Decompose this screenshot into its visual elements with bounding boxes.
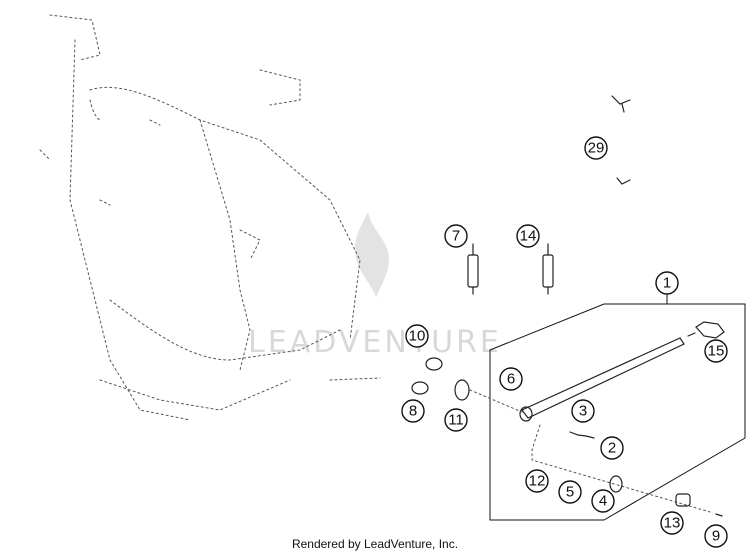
callout-13[interactable]: 13 xyxy=(660,511,684,535)
spring-14 xyxy=(542,243,554,295)
svg-text:11: 11 xyxy=(448,412,464,429)
callout-9[interactable]: 9 xyxy=(704,524,728,548)
hardware-stack xyxy=(531,424,723,517)
callout-2[interactable]: 2 xyxy=(600,436,624,460)
callout-14[interactable]: 14 xyxy=(516,224,540,248)
svg-text:14: 14 xyxy=(520,228,537,245)
bushing-parts xyxy=(411,357,523,413)
svg-text:6: 6 xyxy=(507,371,515,388)
callout-6[interactable]: 6 xyxy=(499,367,523,391)
callout-10[interactable]: 10 xyxy=(405,324,429,348)
svg-text:29: 29 xyxy=(588,140,605,157)
callout-4[interactable]: 4 xyxy=(591,489,615,513)
callout-7[interactable]: 7 xyxy=(444,224,468,248)
svg-text:7: 7 xyxy=(452,228,460,245)
footer-credit: Rendered by LeadVenture, Inc. xyxy=(291,537,459,551)
svg-text:12: 12 xyxy=(529,473,546,490)
part-29-sketch xyxy=(611,95,631,185)
watermark-logo: LEADVENTURE xyxy=(248,212,502,360)
svg-text:2: 2 xyxy=(608,440,616,457)
svg-text:4: 4 xyxy=(599,493,607,510)
frame-sketch xyxy=(39,14,381,421)
callout-1[interactable]: 1 xyxy=(655,271,679,295)
callout-11[interactable]: 11 xyxy=(444,408,468,432)
callout-5[interactable]: 5 xyxy=(558,480,582,504)
spring-7 xyxy=(467,243,479,295)
svg-text:3: 3 xyxy=(579,403,587,420)
svg-text:1: 1 xyxy=(663,275,671,292)
svg-text:13: 13 xyxy=(664,515,681,532)
sidestand-leg xyxy=(519,321,725,422)
svg-text:9: 9 xyxy=(712,528,720,545)
callout-12[interactable]: 12 xyxy=(525,469,549,493)
callout-29[interactable]: 29 xyxy=(584,136,608,160)
callout-3[interactable]: 3 xyxy=(571,399,595,423)
svg-text:8: 8 xyxy=(409,403,417,420)
watermark-text: LEADVENTURE xyxy=(248,325,502,360)
callout-15[interactable]: 15 xyxy=(704,339,728,363)
svg-text:10: 10 xyxy=(409,328,426,345)
callout-8[interactable]: 8 xyxy=(401,399,425,423)
svg-text:15: 15 xyxy=(708,343,725,360)
svg-text:5: 5 xyxy=(566,484,574,501)
